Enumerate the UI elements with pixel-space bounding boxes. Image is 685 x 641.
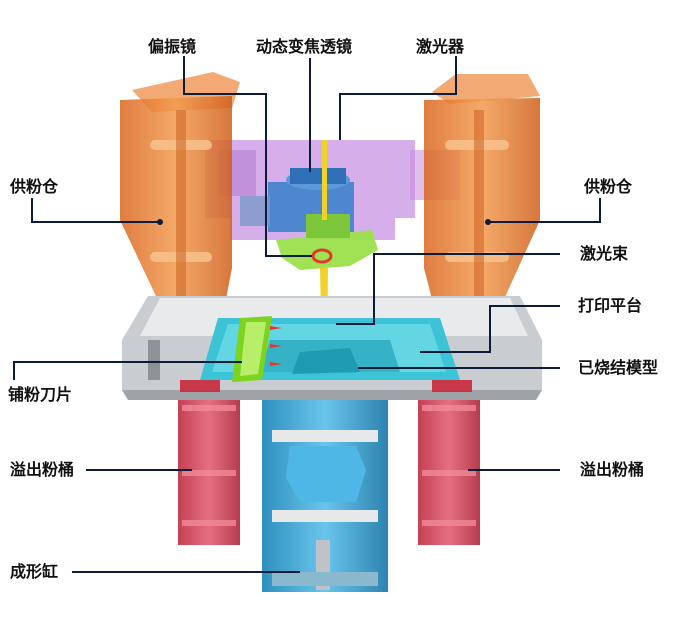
label-recoater-blade: 铺粉刀片 xyxy=(8,385,72,404)
recoater-blade xyxy=(232,316,282,382)
label-overflow-right: 溢出粉桶 xyxy=(580,460,644,479)
galvo-scanner xyxy=(276,214,378,270)
label-sintered-model: 已烧结模型 xyxy=(578,358,658,377)
label-laser: 激光器 xyxy=(416,37,465,56)
overflow-bin-left xyxy=(178,400,240,545)
label-overflow-left: 溢出粉桶 xyxy=(10,460,74,479)
powder-hopper-right xyxy=(424,74,540,330)
overflow-bin-right xyxy=(418,400,480,545)
label-build-platform: 打印平台 xyxy=(578,296,642,315)
label-galvo: 偏振镜 xyxy=(148,37,196,56)
label-hopper-left: 供粉仓 xyxy=(9,177,59,196)
label-laser-beam: 激光束 xyxy=(580,244,629,263)
label-hopper-right: 供粉仓 xyxy=(583,177,633,196)
label-build-cylinder: 成形缸 xyxy=(10,562,58,581)
powder-hopper-left xyxy=(120,72,240,330)
sintered-model-shape xyxy=(292,348,360,374)
label-dynamic-lens: 动态变焦透镜 xyxy=(256,37,352,56)
leader-lines xyxy=(13,56,601,573)
build-cylinder xyxy=(262,400,388,592)
